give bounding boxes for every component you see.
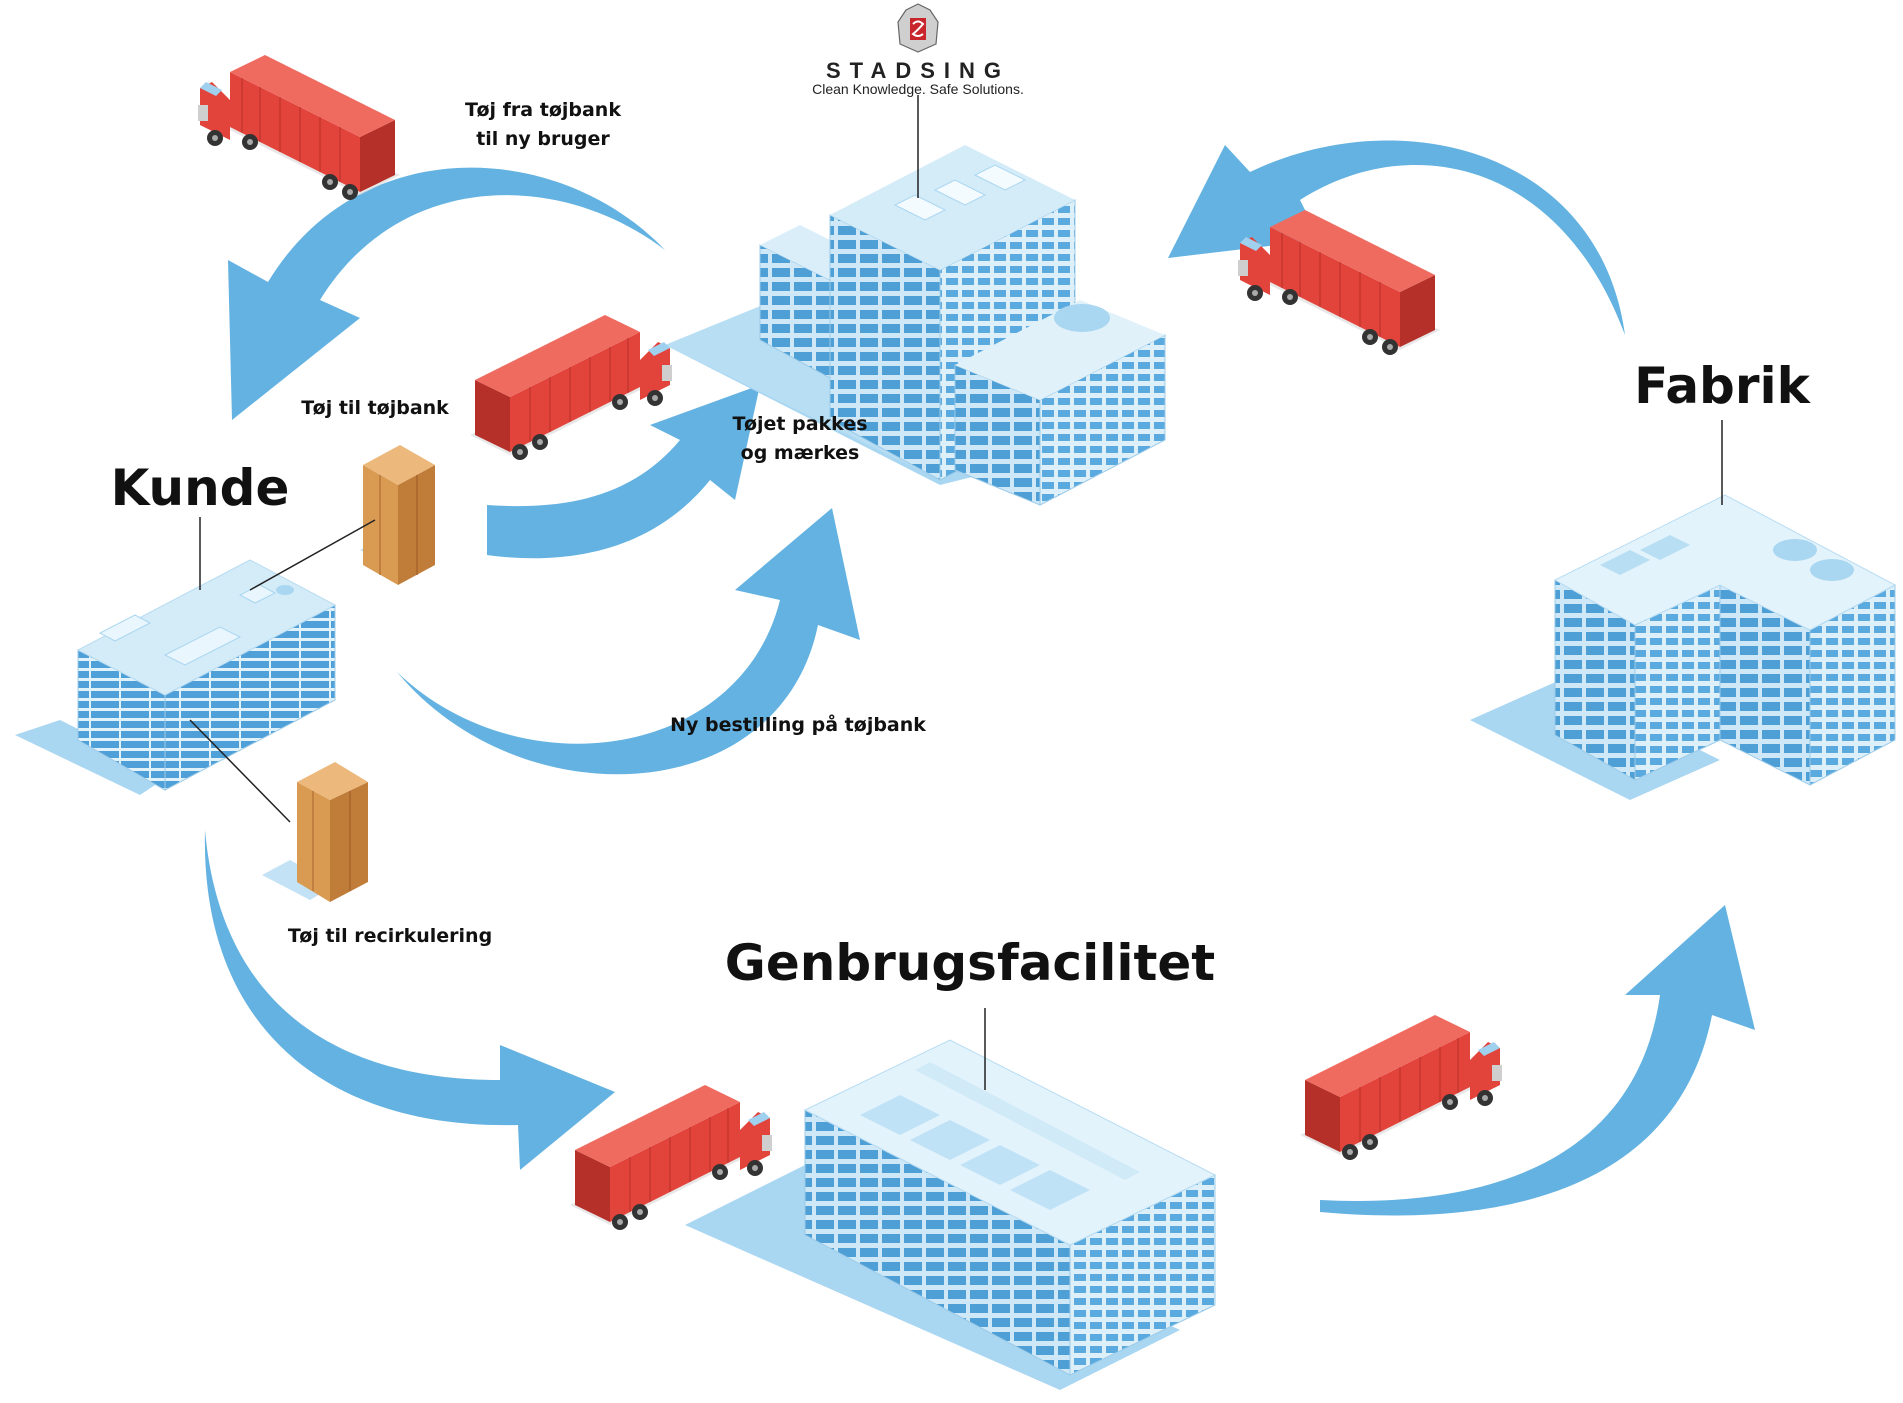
box-recycling	[189, 719, 368, 902]
truck-bottom-right-icon	[1300, 1015, 1502, 1160]
genbrug-building	[685, 1008, 1217, 1390]
brand-tagline: Clean Knowledge. Safe Solutions.	[812, 81, 1024, 97]
label-from-bank-line2: til ny bruger	[476, 128, 610, 150]
fabrik-building	[1470, 420, 1897, 800]
label-from-bank-line1: Tøj fra tøjbank	[465, 99, 621, 121]
label-to-bank: Tøj til tøjbank	[301, 397, 449, 419]
stadsing-building	[665, 95, 1166, 506]
arrow-new-order	[397, 508, 860, 775]
arrows	[204, 140, 1755, 1216]
box-to-bank	[249, 445, 435, 591]
brand-name: STADSING	[826, 58, 1010, 83]
label-packed-line1: Tøjet pakkes	[732, 413, 867, 435]
truck-bottom-left-icon	[570, 1085, 772, 1230]
fabrik-heading: Fabrik	[1634, 357, 1812, 415]
truck-top-left-icon	[198, 55, 400, 200]
arrow-from-bank-to-kunde	[228, 167, 665, 420]
stadsing-logo: STADSING Clean Knowledge. Safe Solutions…	[812, 3, 1024, 97]
trucks	[198, 55, 1502, 1230]
label-packed-line2: og mærkes	[741, 442, 860, 464]
truck-right-icon	[1238, 210, 1440, 355]
kunde-building	[15, 517, 337, 795]
genbrug-heading: Genbrugsfacilitet	[725, 934, 1215, 992]
arrow-kunde-to-stadsing	[487, 385, 760, 559]
arrow-fabrik-to-stadsing	[1168, 140, 1625, 335]
truck-middle-icon	[470, 315, 672, 460]
kunde-heading: Kunde	[111, 459, 290, 517]
arrow-kunde-to-genbrug	[204, 830, 615, 1170]
label-recycling: Tøj til recirkulering	[288, 925, 492, 947]
label-new-order: Ny bestilling på tøjbank	[670, 712, 926, 736]
arrow-genbrug-to-fabrik	[1320, 905, 1755, 1216]
